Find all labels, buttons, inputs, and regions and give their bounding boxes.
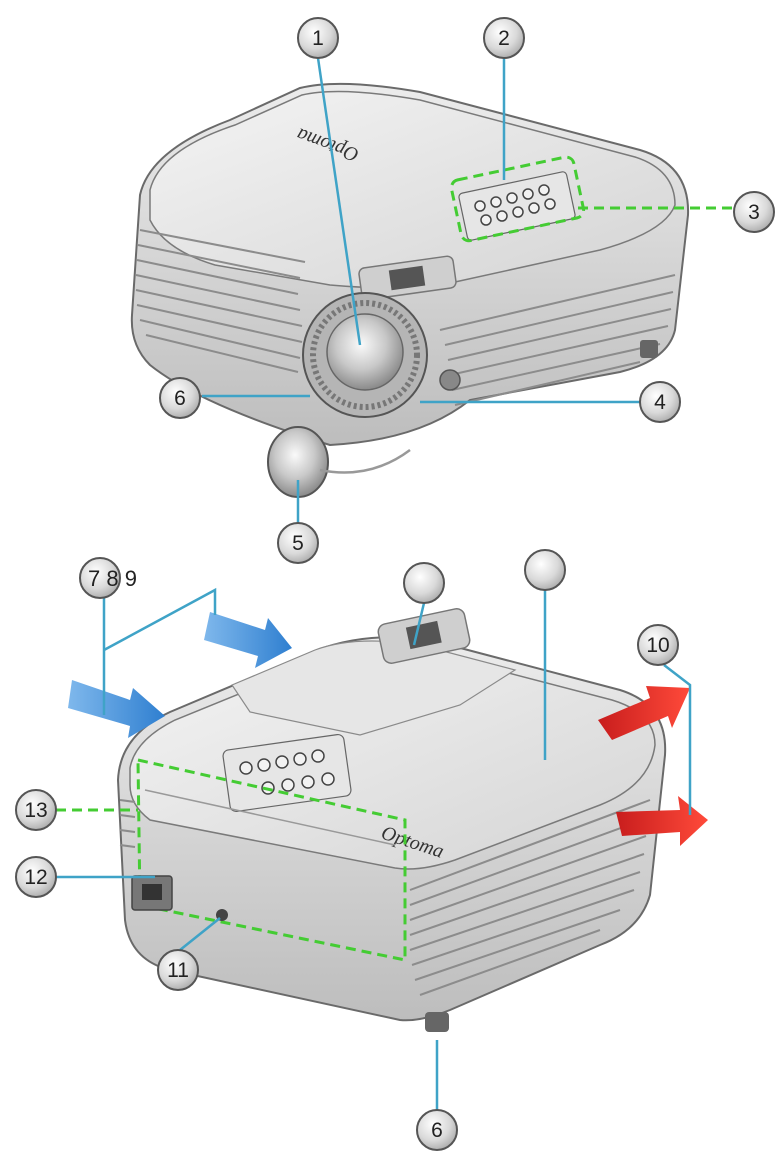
rear-vents-right: [409, 799, 651, 996]
keypad-highlight: [449, 155, 586, 243]
callout-13: 13: [15, 789, 57, 831]
leader-11: [179, 917, 221, 951]
projector-rear-view: Optoma: [116, 608, 667, 1032]
rear-foot: [425, 1012, 449, 1032]
svg-text:10: 10: [646, 634, 669, 657]
svg-text:12: 12: [24, 866, 47, 889]
exhaust-arrow-lower: [616, 796, 708, 846]
svg-text:1: 1: [312, 27, 324, 50]
callout-10: 10: [637, 624, 679, 666]
svg-text:6: 6: [174, 387, 186, 410]
callout-12: 12: [15, 856, 57, 898]
callout-11: 11: [157, 949, 199, 991]
front-right-foot: [640, 340, 658, 358]
airflow-arrows: [68, 612, 708, 846]
lens-glass: [326, 313, 404, 391]
front-vents-right: [439, 274, 676, 406]
leaders-top: [202, 57, 736, 523]
callout-6-top: 6: [159, 377, 201, 419]
callout-3: 3: [733, 191, 775, 233]
exhaust-arrow-upper: [598, 686, 690, 740]
leader-789-bracket: [103, 587, 217, 652]
callout-2: 2: [483, 17, 525, 59]
ir-receiver: [439, 369, 461, 391]
intake-arrow-lower: [68, 680, 165, 738]
label-789: 7 8 9: [88, 566, 137, 591]
callout-1: 1: [297, 17, 339, 59]
front-top-surface: [149, 90, 676, 289]
lens-assembly: [302, 292, 428, 418]
leader-10: [663, 664, 692, 815]
svg-text:6: 6: [431, 1119, 443, 1142]
leader-blank-left: [412, 602, 426, 646]
rear-vents-left: [119, 799, 136, 848]
callout-6-bottom: 6: [416, 1109, 458, 1151]
callout-4: 4: [639, 381, 681, 423]
intake-arrow-upper: [204, 612, 292, 668]
svg-text:2: 2: [498, 27, 510, 50]
svg-text:3: 3: [748, 201, 760, 224]
leader-1: [316, 57, 362, 346]
svg-text:5: 5: [292, 532, 304, 555]
svg-text:11: 11: [167, 959, 189, 982]
projector-front-view: Optoma: [130, 82, 690, 498]
svg-text:4: 4: [654, 391, 666, 414]
lens-cap: [267, 426, 411, 498]
callout-blank-right: [524, 549, 566, 591]
callout-5: 5: [277, 522, 319, 564]
callout-7: [79, 557, 121, 599]
io-panel-highlight: [136, 758, 407, 962]
callout-blank-left: [403, 562, 445, 604]
zoom-lever: [388, 265, 426, 291]
front-vents-left: [135, 229, 306, 373]
leaders-bottom: [56, 587, 692, 1110]
svg-text:13: 13: [24, 799, 47, 822]
